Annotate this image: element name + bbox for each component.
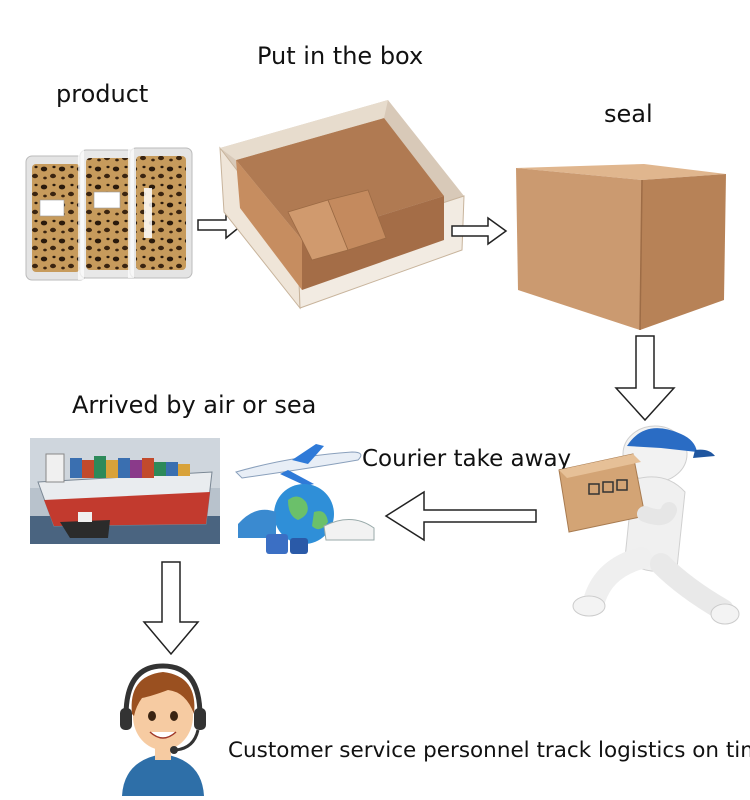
arrow-left-icon [384, 490, 537, 542]
step-label-customer-service: Customer service personnel track logisti… [228, 738, 750, 763]
step-label-seal: seal [604, 100, 653, 128]
container-ship-icon [30, 438, 220, 544]
arrow-right-icon [451, 216, 508, 246]
step-label-arrived: Arrived by air or sea [72, 391, 317, 419]
arrow-down-icon [142, 561, 200, 656]
open-box-icon [219, 100, 465, 310]
step-label-courier: Courier take away [362, 446, 572, 472]
customer-service-agent-icon [120, 663, 206, 796]
air-sea-transport-icon [235, 444, 375, 554]
step-label-product: product [56, 80, 149, 108]
sealed-box-icon [516, 164, 726, 331]
step-label-put-in-box: Put in the box [257, 42, 424, 70]
courier-figure-icon [558, 425, 740, 625]
arrow-down-icon [614, 335, 676, 422]
product-bags-icon [25, 147, 193, 281]
